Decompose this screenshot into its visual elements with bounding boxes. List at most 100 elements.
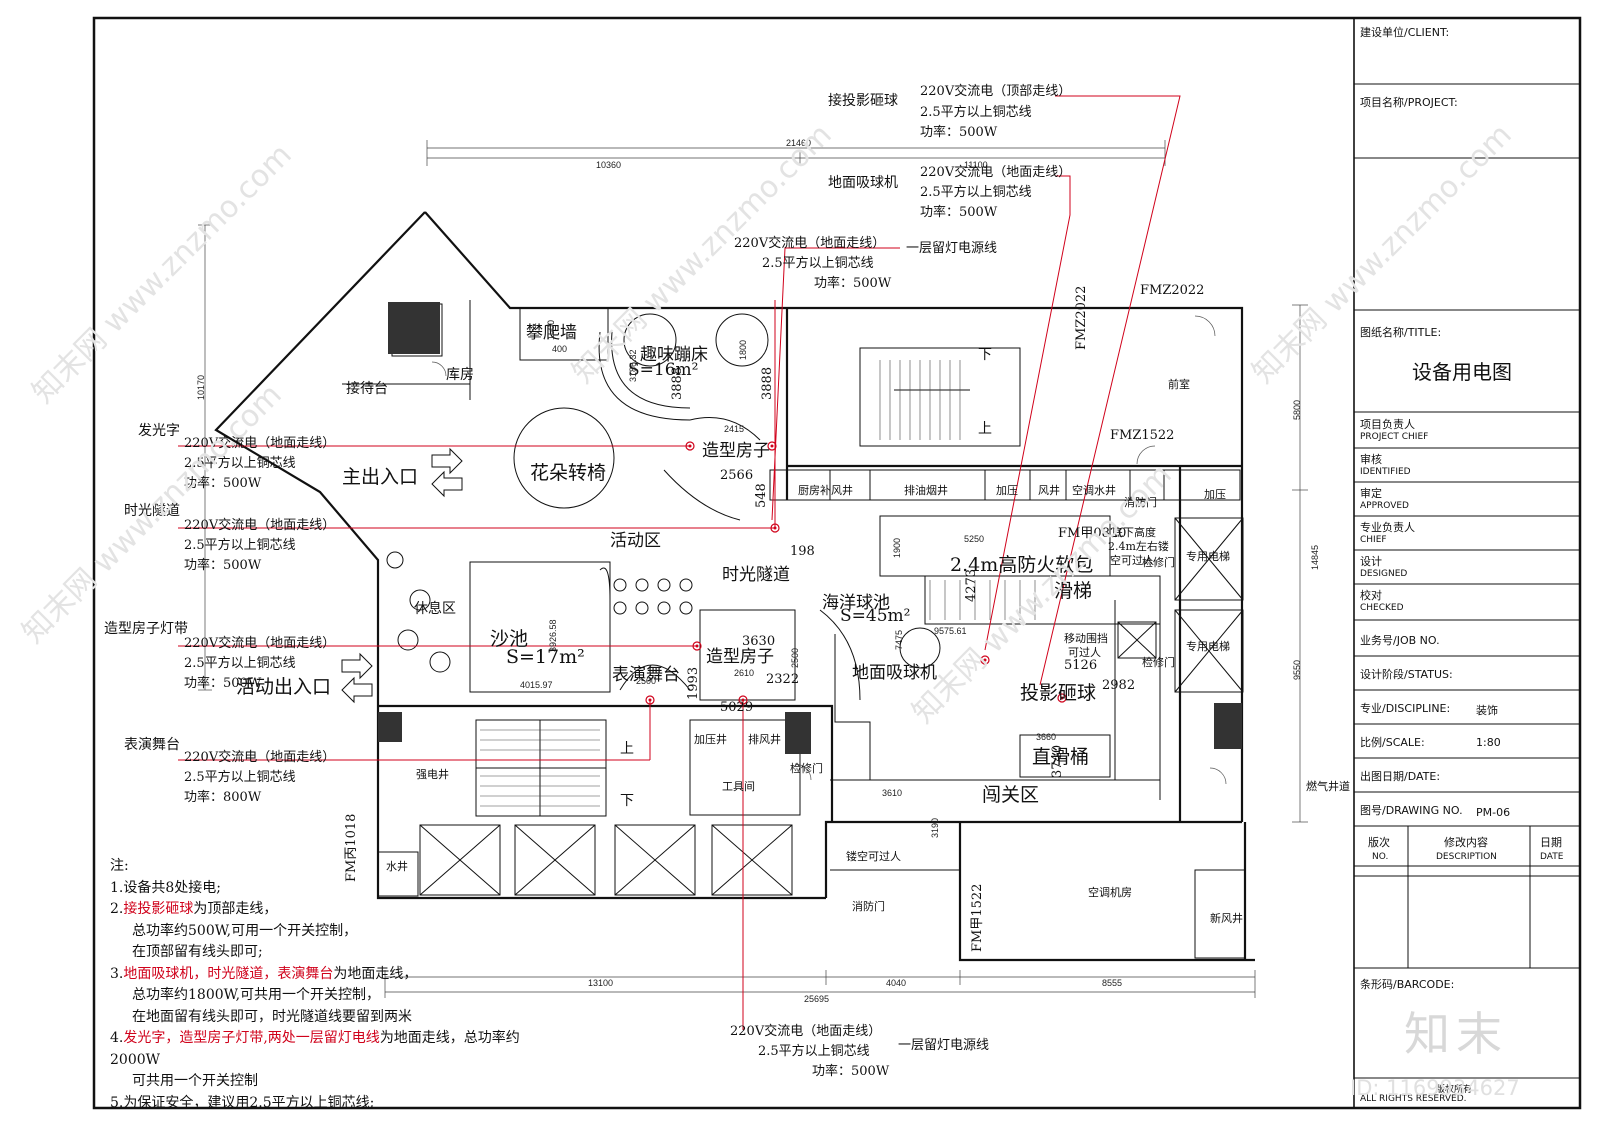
dim-3630: 3630: [742, 634, 776, 649]
note-5: 5.为保证安全，建议用2.5平方以上铜芯线;: [110, 1094, 375, 1111]
room-sandpit-area: S=17m²: [506, 646, 585, 668]
callout-stage-l1: 220V交流电（地面走线）: [184, 750, 336, 765]
tb-project-chief-cn: 项目负责人: [1360, 418, 1415, 431]
room-trampoline-area: S=16m²: [628, 360, 699, 380]
room-house-1: 造型房子: [702, 441, 770, 461]
tb-project-chief-en: PROJECT CHIEF: [1360, 432, 1429, 442]
callout-ballmachine-l3: 功率：500W: [920, 205, 998, 220]
dim-11100: 11100: [964, 160, 988, 170]
note-3: 3.地面吸球机，时光隧道，表演舞台为地面走线，: [110, 965, 418, 982]
callout-tunnel-l2: 2.5平方以上铜芯线: [184, 538, 296, 553]
tb-project: 项目名称/PROJECT:: [1360, 96, 1458, 109]
tb-designed-cn: 设计: [1360, 555, 1382, 568]
stair-down-2: 下: [620, 793, 634, 809]
room-house-2: 造型房子: [706, 647, 774, 667]
door-fmz2022-b: FMZ2022: [1074, 285, 1089, 350]
room-inspect-1: 检修门: [1142, 556, 1175, 569]
tb-drawing-no: 图号/DRAWING NO.: [1360, 804, 1463, 817]
dim-400: 400: [552, 344, 568, 354]
dim-1500: 1500: [546, 319, 556, 340]
callout-lamp-top-l2: 2.5平方以上铜芯线: [762, 256, 874, 271]
note-3-b: 总功率约1800W,可共用一个开关控制，: [132, 987, 381, 1003]
note-bottom-note-2: 空可过人: [1110, 554, 1154, 567]
room-ac-well: 空调水井: [1072, 484, 1116, 497]
room-ball-pool-area: S=45m²: [840, 606, 911, 626]
dim-3610: 3610: [882, 788, 903, 798]
room-soft-pack: 2.4m高防火软包: [950, 554, 1094, 576]
note-4: 4.发光字，造型房子灯带,两处一层留灯电线为地面走线，总功率约: [110, 1030, 520, 1046]
tb-chief-en: CHIEF: [1360, 535, 1387, 545]
tb-rev-cn: 版次: [1368, 836, 1390, 849]
dim-3926: 3926.58: [548, 619, 558, 652]
callout-house-light-l3: 功率：500W: [184, 676, 262, 691]
tb-scale: 比例/SCALE:: [1360, 736, 1425, 749]
room-smoke: 排油烟井: [904, 484, 948, 497]
dim-21460: 21460: [786, 138, 812, 148]
dim-3740: 3740: [1050, 744, 1065, 778]
room-kitchen-fan: 厨房补风井: [798, 484, 853, 497]
dim-25695: 25695: [804, 994, 830, 1004]
dim-4040: 4040: [886, 978, 907, 988]
callout-stage-label: 表演舞台: [124, 737, 180, 753]
tb-drawing-no-value: PM-06: [1476, 806, 1511, 819]
tb-job-no: 业务号/JOB NO.: [1360, 634, 1440, 647]
callout-projector-l2: 2.5平方以上铜芯线: [920, 105, 1032, 120]
door-fmz1522: FMZ1522: [1110, 428, 1175, 443]
callout-projector-label: 接投影砸球: [828, 93, 898, 109]
right-dimensions: [1292, 304, 1308, 823]
callout-lamp-top-l3: 功率：500W: [814, 276, 892, 291]
power-lead-lines: [178, 95, 1181, 1030]
note-4-b: 2000W: [110, 1051, 161, 1068]
stair-up-2: 上: [620, 741, 634, 757]
tb-client: 建设单位/CLIENT:: [1360, 26, 1450, 39]
tb-approved-en: APPROVED: [1360, 501, 1409, 511]
title-block-grid: [1354, 83, 1580, 1079]
dim-8555: 8555: [1102, 978, 1123, 988]
watermark-image-id: ID: 1169934627: [1350, 1076, 1520, 1100]
room-water-well: 水井: [386, 860, 408, 873]
dim-3888-a: 3888: [670, 366, 685, 400]
callout-stage-l2: 2.5平方以上铜芯线: [184, 770, 296, 785]
door-swings: [431, 315, 1227, 785]
note-2-c: 在顶部留有线头即可;: [132, 944, 263, 960]
dim-5250: 5250: [964, 534, 985, 544]
dim-3888-b: 3888: [760, 366, 775, 400]
tb-rdate-cn: 日期: [1540, 836, 1562, 849]
tb-rdate-en: DATE: [1540, 852, 1564, 862]
tb-identified-en: IDENTIFIED: [1360, 467, 1411, 477]
label-main-entry: 主出入口: [342, 466, 419, 488]
room-activity: 活动区: [610, 531, 661, 551]
room-pressurize-2: 加压: [996, 484, 1018, 497]
inner-walls: [342, 300, 1246, 959]
dim-9550: 9550: [1292, 659, 1302, 680]
callout-sign-l3: 功率：500W: [184, 476, 262, 491]
stair-down-1: 下: [978, 347, 992, 363]
note-movable-2: 可过人: [1068, 646, 1101, 659]
room-gas-well: 燃气井道: [1306, 780, 1350, 793]
callout-projector-l1: 220V交流电（顶部走线）: [920, 84, 1072, 99]
callout-sign-label: 发光字: [138, 423, 180, 439]
room-elevator-1: 专用电梯: [1186, 550, 1230, 563]
room-fire-door: 消防门: [1124, 496, 1157, 509]
note-movable: 移动围挡: [1064, 632, 1108, 645]
dim-548: 548: [754, 483, 769, 508]
dim-5800: 5800: [1292, 399, 1302, 420]
note-2-b: 总功率约500W,可用一个开关控制，: [132, 922, 358, 939]
callout-house-light-label: 造型房子灯带: [104, 621, 188, 637]
room-time-tunnel: 时光隧道: [722, 565, 790, 585]
room-inspect-3: 检修门: [790, 762, 823, 775]
tb-date: 出图日期/DATE:: [1360, 770, 1441, 783]
dim-3190: 3190: [930, 817, 940, 838]
dim-7475: 7475: [894, 629, 904, 650]
callout-stage-l3: 功率：800W: [184, 790, 262, 805]
room-reception: 接待台: [346, 381, 388, 397]
note-2-highlight: 接投影砸球: [123, 901, 194, 917]
room-exhaust-1: 排风井: [748, 733, 781, 746]
sheet-border: [92, 16, 1582, 1110]
callout-tunnel-label: 时光隧道: [124, 503, 180, 519]
note-3-highlight: 地面吸球机，时光隧道，表演舞台: [123, 965, 334, 982]
note-4-c: 可共用一个开关控制: [132, 1073, 258, 1089]
callout-lamp-bottom-l1: 220V交流电（地面走线）: [730, 1024, 882, 1039]
